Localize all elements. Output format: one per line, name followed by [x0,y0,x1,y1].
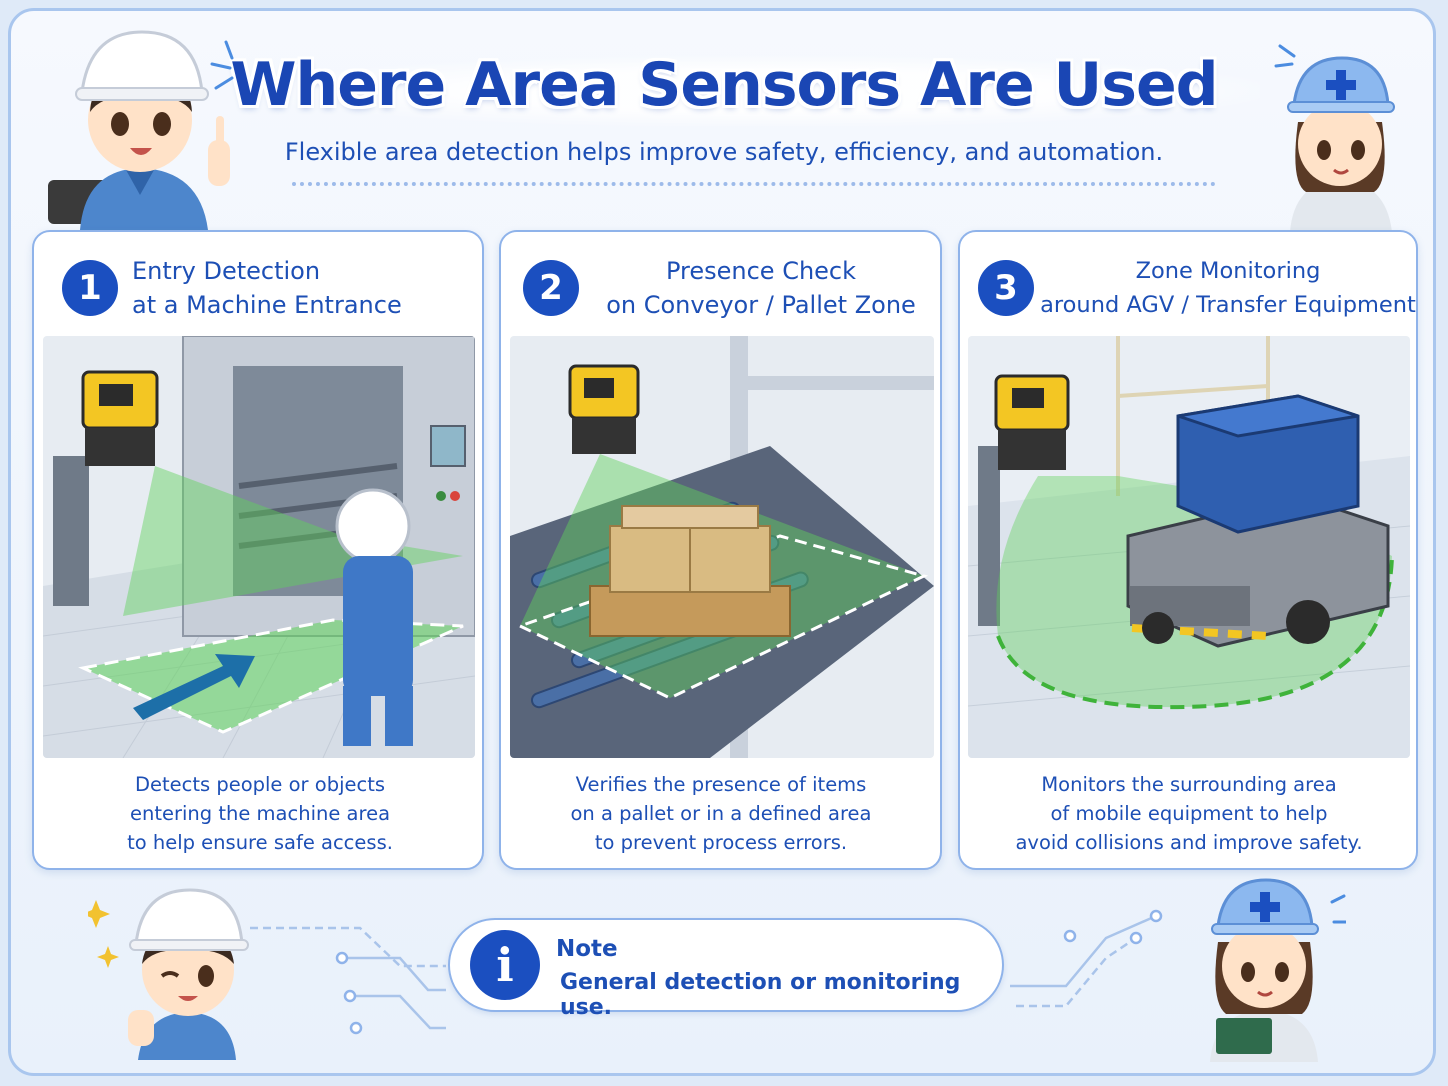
circuit-decoration [1010,909,1163,1008]
panel-number-badge: 1 [62,260,118,316]
panel-description: Detects people or objects entering the m… [127,773,393,854]
panel-description: Verifies the presence of items on a pall… [570,773,872,854]
info-icon: i [470,930,540,1000]
dotted-divider [292,182,1216,190]
scene-conveyor-pallet [510,336,934,758]
worker-avatar-icon [88,888,249,1060]
panel-title: Presence Check on Conveyor / Pallet Zone [606,257,916,319]
note-label: Note [556,936,618,962]
panel-number-badge: 3 [978,260,1034,316]
panel-title: Entry Detection at a Machine Entrance [132,257,402,319]
note-text: General detection or monitoring use. [560,970,961,1020]
sparkle-icon [210,40,234,90]
panel-title: Zone Monitoring around AGV / Transfer Eq… [1040,258,1416,318]
page-title: Where Area Sensors Are Used [230,50,1218,120]
page-subtitle: Flexible area detection helps improve sa… [284,138,1164,166]
worker-avatar-icon [48,30,230,230]
panel-presence-check: 2 Presence Check on Conveyor / Pallet Zo… [499,230,942,870]
panel-entry-detection: 1 Entry Detection at a Machine Entrance [32,230,484,870]
worker-avatar-icon [1210,878,1346,1062]
note-box: i Note General detection or monitoring u… [448,918,1004,1020]
worker-avatar-icon [1287,56,1395,232]
panel-description: Monitors the surrounding area of mobile … [1015,773,1363,854]
circuit-decoration [250,926,446,1035]
title-glow [270,56,1260,126]
scene-machine-entrance [43,336,475,758]
scene-agv-zone [968,336,1410,758]
panel-zone-monitoring: 3 Zone Monitoring around AGV / Transfer … [958,230,1418,870]
sparkle-icon [1274,44,1296,68]
panel-number-badge: 2 [523,260,579,316]
